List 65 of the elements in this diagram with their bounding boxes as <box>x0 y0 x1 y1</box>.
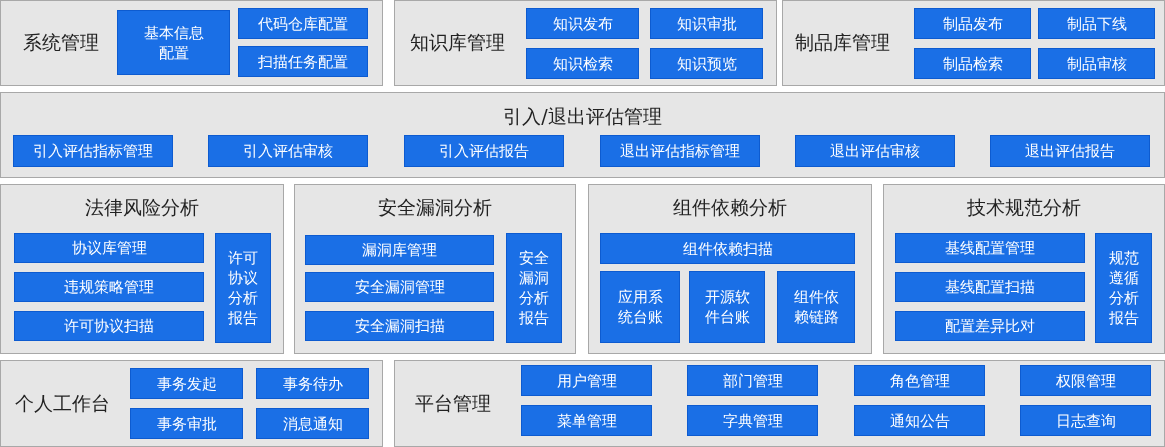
function-box: 用户管理 <box>521 365 652 396</box>
function-box: 制品发布 <box>914 8 1031 39</box>
function-box: 引入评估报告 <box>404 135 564 167</box>
function-box: 许可协议分析报告 <box>215 233 271 343</box>
module-panel <box>394 360 1165 447</box>
function-box: 退出评估审核 <box>795 135 955 167</box>
function-box: 许可协议扫描 <box>14 311 204 341</box>
module-heading: 知识库管理 <box>410 30 505 55</box>
module-panel <box>0 360 383 447</box>
function-box: 组件依赖扫描 <box>600 233 855 264</box>
module-heading: 引入/退出评估管理 <box>503 104 662 129</box>
function-box: 安全漏洞分析报告 <box>506 233 562 343</box>
function-box: 配置差异比对 <box>895 311 1085 341</box>
function-box: 事务审批 <box>130 408 243 439</box>
function-box: 协议库管理 <box>14 233 204 263</box>
function-box: 漏洞库管理 <box>305 235 494 265</box>
module-panel <box>0 184 284 354</box>
module-panel <box>883 184 1165 354</box>
function-box: 组件依赖链路 <box>777 271 855 343</box>
function-box: 违规策略管理 <box>14 272 204 302</box>
module-panel <box>588 184 872 354</box>
module-heading: 安全漏洞分析 <box>378 195 492 220</box>
function-box: 安全漏洞管理 <box>305 272 494 302</box>
function-box: 知识检索 <box>526 48 639 79</box>
function-box: 应用系统台账 <box>600 271 680 343</box>
function-box: 引入评估审核 <box>208 135 368 167</box>
function-box: 权限管理 <box>1020 365 1151 396</box>
function-box: 事务待办 <box>256 368 369 399</box>
function-box: 知识审批 <box>650 8 763 39</box>
module-heading: 平台管理 <box>415 390 491 416</box>
function-box: 退出评估指标管理 <box>600 135 760 167</box>
function-box: 基线配置管理 <box>895 233 1085 263</box>
function-box: 制品审核 <box>1038 48 1155 79</box>
function-box: 角色管理 <box>854 365 985 396</box>
module-heading: 个人工作台 <box>15 390 110 416</box>
module-panel <box>0 0 383 86</box>
function-box: 制品检索 <box>914 48 1031 79</box>
function-box: 通知公告 <box>854 405 985 436</box>
function-box: 引入评估指标管理 <box>13 135 173 167</box>
function-box: 部门管理 <box>687 365 818 396</box>
function-box: 扫描任务配置 <box>238 46 368 77</box>
function-box: 知识预览 <box>650 48 763 79</box>
module-panel <box>294 184 576 354</box>
function-box: 日志查询 <box>1020 405 1151 436</box>
module-heading: 制品库管理 <box>795 30 890 55</box>
module-panel <box>394 0 777 86</box>
function-box: 基本信息配置 <box>117 10 230 75</box>
function-box: 消息通知 <box>256 408 369 439</box>
function-box: 安全漏洞扫描 <box>305 311 494 341</box>
function-box: 规范遵循分析报告 <box>1095 233 1152 343</box>
function-box: 事务发起 <box>130 368 243 399</box>
function-box: 菜单管理 <box>521 405 652 436</box>
function-box: 代码仓库配置 <box>238 8 368 39</box>
module-heading: 系统管理 <box>23 30 99 55</box>
function-box: 制品下线 <box>1038 8 1155 39</box>
function-box: 基线配置扫描 <box>895 272 1085 302</box>
module-heading: 组件依赖分析 <box>673 195 787 220</box>
function-box: 开源软件台账 <box>689 271 765 343</box>
function-box: 知识发布 <box>526 8 639 39</box>
module-heading: 技术规范分析 <box>967 195 1081 220</box>
module-panel <box>782 0 1165 86</box>
function-box: 字典管理 <box>687 405 818 436</box>
function-box: 退出评估报告 <box>990 135 1150 167</box>
module-heading: 法律风险分析 <box>85 195 199 220</box>
module-panel <box>0 92 1165 178</box>
